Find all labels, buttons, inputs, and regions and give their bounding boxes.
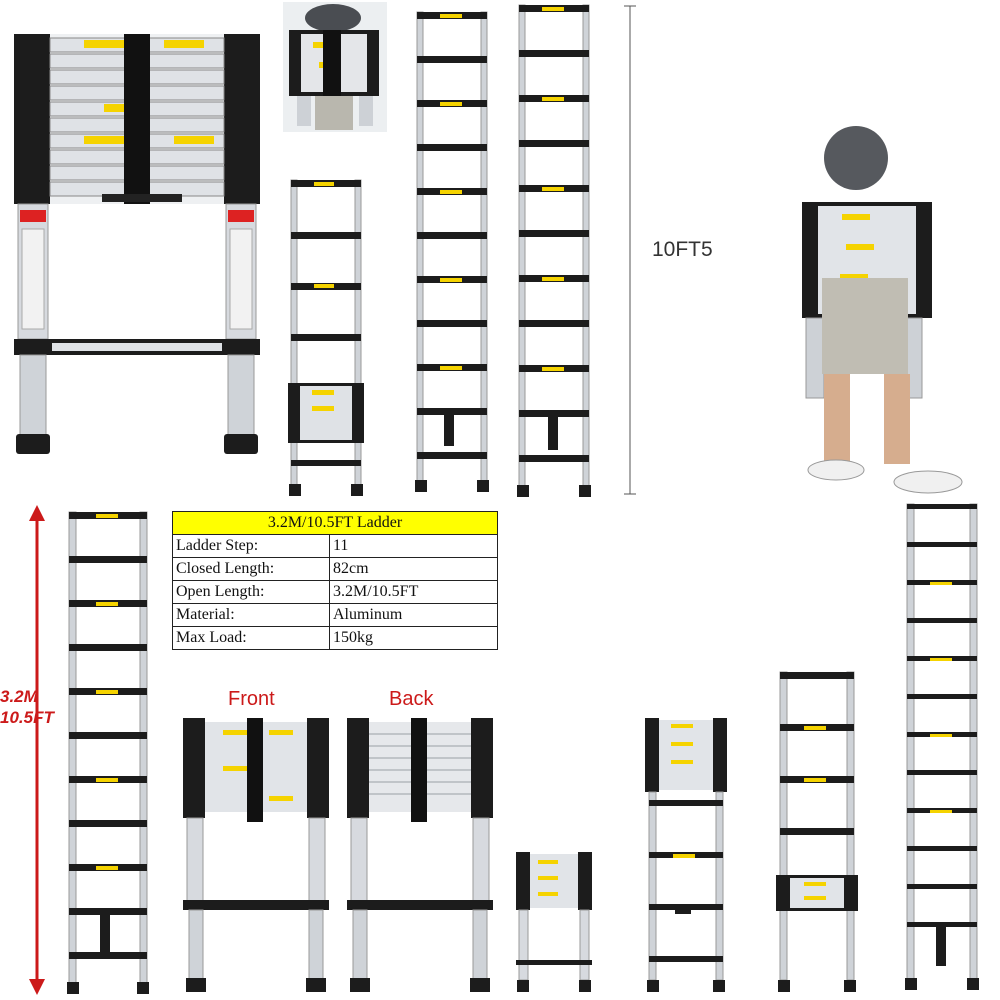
- table-row: Ladder Step: 11: [172, 534, 498, 558]
- person-carrying-ladder-image: [802, 126, 963, 494]
- spec-table: 3.2M/10.5FT Ladder Ladder Step: 11 Close…: [172, 511, 498, 650]
- table-row: Material: Aluminum: [172, 603, 498, 627]
- spec-table-title: 3.2M/10.5FT Ladder: [172, 511, 498, 535]
- front-label: Front: [228, 688, 275, 710]
- table-row: Max Load: 150kg: [172, 626, 498, 650]
- spec-value: 3.2M/10.5FT: [329, 580, 498, 604]
- spec-value: Aluminum: [329, 603, 498, 627]
- extended-height-imperial: 10.5FT: [0, 708, 54, 727]
- fully-extended-ladder-image-2: [517, 4, 591, 497]
- spec-value: 11: [329, 534, 498, 558]
- extended-height-label: 3.2M 10.5FT: [0, 686, 66, 728]
- extended-height-metric: 3.2M: [0, 687, 38, 706]
- table-row: Closed Length: 82cm: [172, 557, 498, 581]
- spec-key: Material:: [172, 603, 330, 627]
- spec-key: Max Load:: [172, 626, 330, 650]
- spec-value: 150kg: [329, 626, 498, 650]
- spec-key: Ladder Step:: [172, 534, 330, 558]
- mid-extended-ladder-image: [776, 671, 858, 992]
- person-carrying-ladder-thumbnail: [283, 2, 387, 132]
- front-view-ladder-image: [183, 718, 329, 992]
- table-row: Open Length: 3.2M/10.5FT: [172, 580, 498, 604]
- back-label: Back: [389, 688, 434, 710]
- spec-key: Closed Length:: [172, 557, 330, 581]
- tallest-extended-ladder-image: [905, 503, 979, 990]
- back-view-ladder-image: [347, 718, 493, 992]
- red-height-arrow-icon: [29, 505, 45, 995]
- height-label: 10FT5: [652, 238, 713, 261]
- partially-extended-ladder-image: [645, 718, 727, 992]
- small-collapsed-ladder-image: [516, 852, 592, 992]
- spec-table-header: 3.2M/10.5FT Ladder: [172, 511, 498, 535]
- height-dimension-line: [624, 5, 636, 495]
- spec-value: 82cm: [329, 557, 498, 581]
- half-extended-ladder-image: [288, 179, 364, 496]
- extended-ladder-with-dimension-image: [67, 511, 149, 994]
- spec-key: Open Length:: [172, 580, 330, 604]
- fully-extended-ladder-image: [415, 11, 489, 492]
- collapsed-ladder-image: [14, 34, 260, 454]
